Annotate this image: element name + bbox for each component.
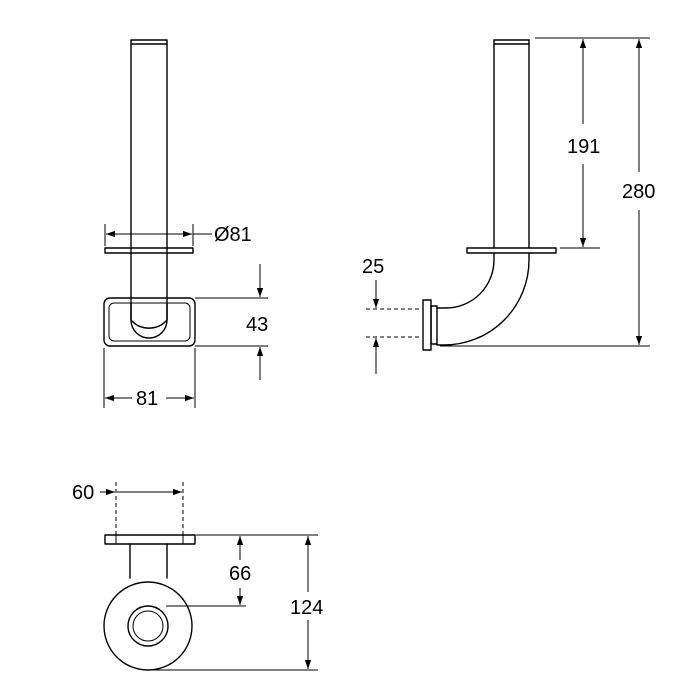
front-rod-end <box>130 302 168 339</box>
side-25-label: 25 <box>362 256 384 278</box>
front-h-label: 43 <box>246 314 268 336</box>
side-bend-inner <box>436 252 495 309</box>
top-flange <box>104 534 196 545</box>
front-dia-label: Ø81 <box>214 224 252 246</box>
front-view: Ø81 43 81 <box>103 39 268 410</box>
side-280-label: 280 <box>622 181 655 203</box>
front-rod <box>130 39 168 329</box>
top-end-hole-outer <box>127 605 169 647</box>
top-end-disc <box>103 581 193 671</box>
side-view: 191 280 25 <box>362 37 655 374</box>
top-view: 60 66 124 <box>72 482 323 671</box>
side-flange <box>466 247 557 254</box>
side-end-collar <box>430 305 438 345</box>
top-60-label: 60 <box>72 482 94 504</box>
front-base-outer <box>103 297 196 347</box>
side-191-label: 191 <box>567 136 600 158</box>
side-end-flange <box>422 299 432 351</box>
front-w-label: 81 <box>136 388 158 410</box>
front-flange <box>104 247 194 254</box>
side-bend-outer <box>436 252 530 346</box>
top-124-label: 124 <box>290 597 323 619</box>
front-base-inner <box>108 302 191 342</box>
top-66-label: 66 <box>229 563 251 585</box>
top-end-hole-inner <box>132 610 164 642</box>
